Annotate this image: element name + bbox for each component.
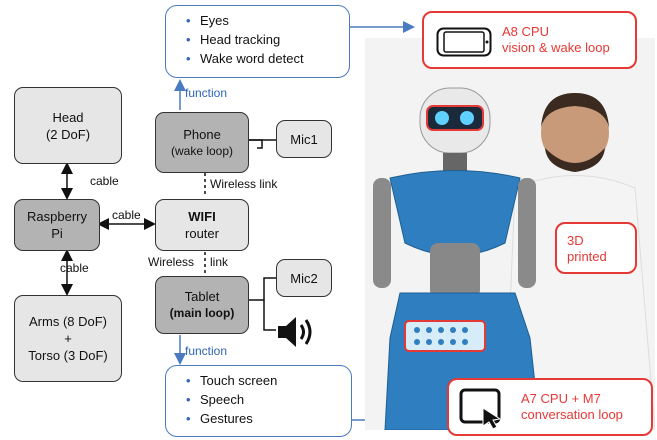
raspberry-pi-node: Raspberry Pi bbox=[14, 199, 100, 251]
function-item-touch-screen: Touch screen bbox=[186, 371, 343, 390]
head-node: Head (2 DoF) bbox=[14, 87, 122, 164]
tablet-node-title: Tablet bbox=[184, 289, 220, 304]
wake-loop-functions-box: Eyes Head tracking Wake word detect bbox=[165, 5, 350, 78]
raspberry-pi-title: Raspberry bbox=[27, 209, 87, 224]
label-wireless-tablet-a: Wireless bbox=[148, 255, 195, 269]
mic2-label: Mic2 bbox=[290, 270, 318, 286]
a8-cpu-subtitle: vision & wake loop bbox=[502, 40, 610, 55]
mic1-node: Mic1 bbox=[276, 120, 332, 158]
edge-tablet-mic2 bbox=[249, 277, 276, 301]
label-cable-router: cable bbox=[112, 208, 141, 222]
tablet-node-subtitle: (main loop) bbox=[169, 306, 235, 320]
label-cable-arms: cable bbox=[60, 261, 89, 275]
edge-mic1-phone bbox=[249, 139, 263, 149]
phone-node: Phone (wake loop) bbox=[155, 112, 249, 173]
a7-cpu-title: A7 CPU + M7 bbox=[521, 391, 601, 406]
phone-node-title: Phone bbox=[183, 126, 221, 142]
label-wireless-link-phone: Wireless link bbox=[210, 177, 278, 191]
function-item-speech: Speech bbox=[186, 390, 343, 409]
torso-label: Torso (3 DoF) bbox=[28, 348, 108, 363]
phone-device-icon bbox=[436, 27, 492, 57]
a7-cpu-subtitle: conversation loop bbox=[521, 407, 623, 422]
function-item-eyes: Eyes bbox=[186, 11, 341, 30]
label-cable-head: cable bbox=[90, 174, 119, 188]
tablet-touch-icon bbox=[459, 388, 502, 430]
main-loop-functions-box: Touch screen Speech Gestures bbox=[165, 365, 352, 437]
3d-printed-callout: 3D printed bbox=[555, 222, 637, 274]
function-item-wake-word: Wake word detect bbox=[186, 49, 341, 68]
speaker-icon bbox=[278, 317, 312, 347]
function-item-head-tracking: Head tracking bbox=[186, 30, 341, 49]
arms-torso-node: Arms (8 DoF) + Torso (3 DoF) bbox=[14, 295, 122, 382]
raspberry-pi-subtitle: Pi bbox=[51, 226, 63, 241]
3d-printed-line2: printed bbox=[567, 249, 607, 264]
mic2-node: Mic2 bbox=[276, 259, 332, 297]
edge-tablet-speaker bbox=[263, 300, 276, 331]
head-node-title: Head bbox=[52, 109, 84, 125]
head-node-dof: (2 DoF) bbox=[45, 126, 91, 142]
label-wireless-tablet-b: link bbox=[210, 255, 229, 269]
tablet-node: Tablet (main loop) bbox=[155, 276, 249, 334]
wifi-title: WIFI bbox=[188, 209, 216, 224]
wifi-subtitle: router bbox=[185, 226, 219, 241]
plus-label: + bbox=[64, 331, 72, 346]
mic1-label: Mic1 bbox=[290, 131, 318, 147]
a8-cpu-callout: A8 CPU vision & wake loop bbox=[422, 11, 637, 69]
arms-label: Arms (8 DoF) bbox=[29, 314, 107, 329]
3d-printed-line1: 3D bbox=[567, 233, 584, 248]
phone-node-subtitle: (wake loop) bbox=[170, 143, 234, 158]
wifi-router-node: WIFI router bbox=[155, 199, 249, 251]
function-item-gestures: Gestures bbox=[186, 409, 343, 428]
label-function-bottom: function bbox=[185, 344, 228, 358]
label-function-top: function bbox=[185, 86, 228, 100]
a8-cpu-title: A8 CPU bbox=[502, 24, 549, 39]
a7-cpu-callout: A7 CPU + M7 conversation loop bbox=[447, 378, 653, 436]
